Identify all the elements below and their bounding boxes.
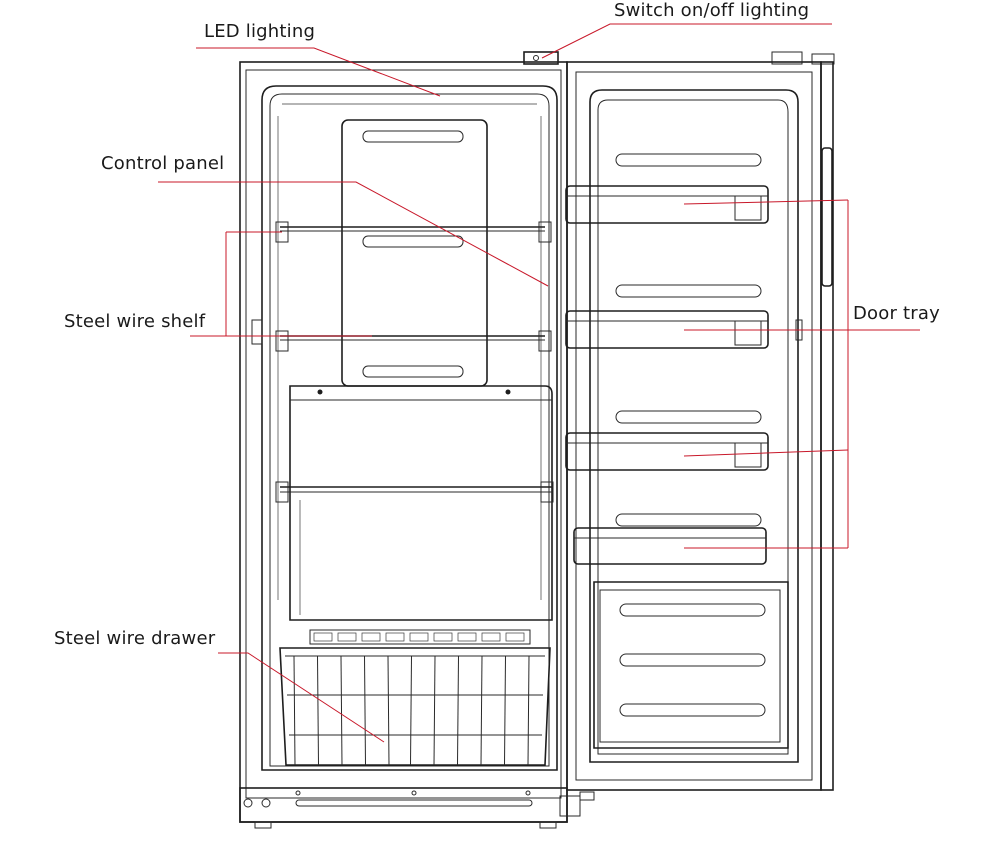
drawer-wire (387, 655, 390, 766)
light-switch (523, 51, 835, 65)
label-steel-wire-shelf: Steel wire shelf (64, 311, 206, 332)
door-tray-1 (565, 185, 769, 224)
leader-led-lighting (196, 47, 441, 97)
door-bottom-bin (593, 581, 789, 749)
drawer-wire (364, 655, 366, 766)
steel-wire-shelf-upper (275, 221, 552, 243)
grille-slot (337, 632, 357, 642)
control-panel (341, 119, 488, 387)
leader-switch-lighting (541, 23, 832, 59)
leader-control-panel (158, 181, 549, 287)
label-led-lighting: LED lighting (204, 21, 316, 42)
grille-slot (409, 632, 429, 642)
door-tray-4 (573, 527, 767, 565)
drawer-wire (480, 655, 483, 766)
door-tray-3 (565, 432, 769, 471)
freezer-door (523, 51, 835, 817)
cabinet-base (239, 787, 568, 829)
drawer-grille (309, 629, 531, 645)
leader-door-tray (683, 199, 920, 549)
leader-steel-wire-drawer (218, 652, 385, 743)
steel-wire-shelf-lower (275, 330, 552, 352)
freezer-cabinet (239, 61, 568, 829)
grille-slot (385, 632, 405, 642)
drawer-wire (433, 655, 436, 766)
drawer-wire (340, 655, 343, 766)
drawer-wire (504, 655, 506, 766)
grille-slot (481, 632, 501, 642)
drawer-wire (457, 655, 459, 766)
drawer-wire (410, 655, 412, 766)
grille-slot (313, 632, 333, 642)
grille-slot (457, 632, 477, 642)
grille-slot (361, 632, 381, 642)
label-door-tray: Door tray (853, 303, 940, 324)
door-slots (615, 153, 762, 527)
grille-slot (433, 632, 453, 642)
label-steel-wire-drawer: Steel wire drawer (54, 628, 216, 649)
lower-compartment (275, 385, 554, 621)
drawer-wire (527, 655, 530, 766)
label-switch-lighting: Switch on/off lighting (614, 0, 810, 21)
steel-wire-drawer (279, 647, 551, 766)
label-control-panel: Control panel (101, 153, 225, 174)
grille-slot (505, 632, 525, 642)
drawer-wire (293, 655, 296, 766)
drawer-wire (317, 655, 319, 766)
leader-lines (158, 23, 920, 743)
